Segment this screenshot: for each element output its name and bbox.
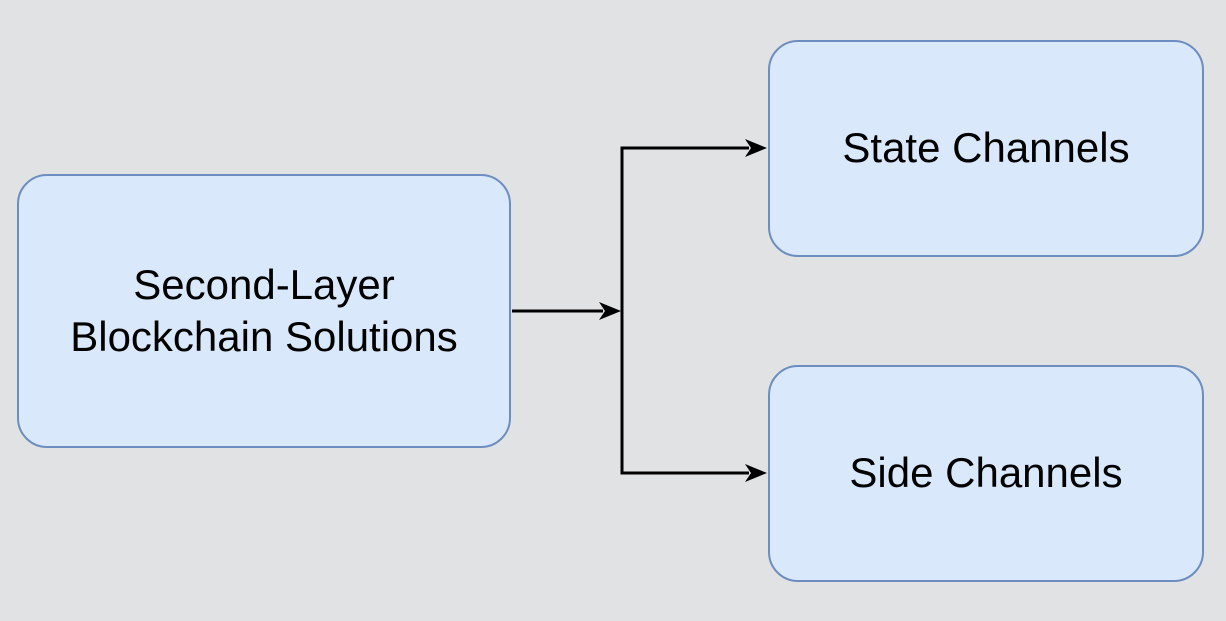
node-label-line: Second-Layer [133, 260, 395, 308]
arrowhead-state-channels [745, 139, 767, 157]
node-side-channels: Side Channels [768, 365, 1204, 582]
node-label: State Channels [842, 124, 1130, 172]
node-label-line: Blockchain Solutions [70, 313, 458, 360]
node-state-channels: State Channels [768, 40, 1204, 257]
node-label: Side Channels [849, 449, 1123, 497]
node-second-layer-blockchain-solutions: Second-Layer Blockchain Solutions [17, 174, 511, 448]
arrowhead-side-channels [745, 464, 767, 482]
arrowhead-junction [599, 302, 621, 320]
